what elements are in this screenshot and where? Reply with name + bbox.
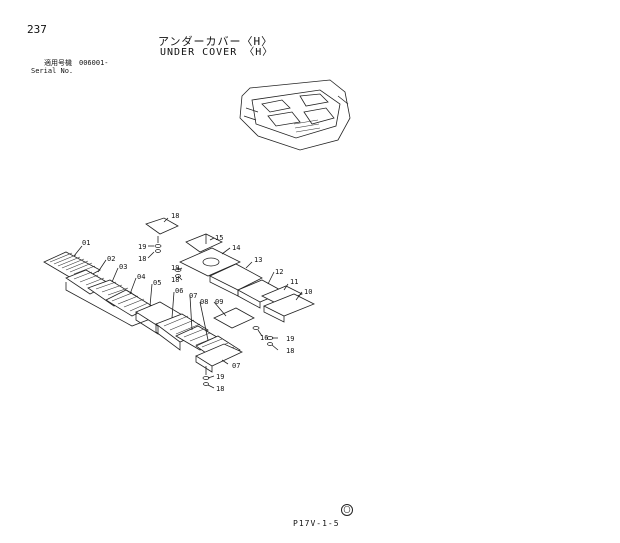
bolt-19-18-a — [154, 236, 162, 253]
callout-07: 07 — [189, 292, 197, 300]
part-plate-14 — [179, 247, 241, 277]
figure-code: P17V-1-5 — [293, 519, 340, 528]
callout-09: 09 — [215, 298, 223, 306]
callout-19-d: 19 — [216, 373, 224, 381]
callout-05: 05 — [153, 279, 161, 287]
part-cover-07-lower — [195, 343, 243, 373]
title-english: UNDER COVER 〈H〉 — [160, 47, 274, 58]
callout-19-b: 19 — [171, 264, 179, 272]
callout-18-a: 18 — [138, 255, 146, 263]
callout-11: 11 — [290, 278, 298, 286]
machine-overview-sketch — [239, 79, 351, 151]
callout-14: 14 — [232, 244, 240, 252]
callout-13: 13 — [254, 256, 262, 264]
bolt-16-19-18 — [252, 326, 274, 346]
callout-18-d: 18 — [216, 385, 224, 393]
bolt-19-18-c — [202, 366, 210, 386]
circle-mark-icon: 〇 — [341, 504, 353, 516]
part-plate-18 — [145, 217, 179, 235]
callout-18-top: 18 — [171, 212, 179, 220]
leader-lines — [73, 217, 303, 389]
callout-18-c: 18 — [286, 347, 294, 355]
callout-labels: 18 01 19 18 15 14 02 03 19 18 13 04 12 0… — [82, 212, 312, 393]
callout-19-c: 19 — [286, 335, 294, 343]
part-cover-10 — [263, 293, 315, 323]
callout-18-b: 18 — [171, 276, 179, 284]
callout-15: 15 — [215, 234, 223, 242]
callout-06: 06 — [175, 287, 183, 295]
callout-08: 08 — [200, 298, 208, 306]
callout-01: 01 — [82, 239, 90, 247]
callout-03: 03 — [119, 263, 127, 271]
title-japanese: アンダーカバー〈H〉 — [158, 35, 274, 48]
part-plate-09 — [213, 307, 255, 329]
callout-07-lower: 07 — [232, 362, 240, 370]
callout-19-a: 19 — [138, 243, 146, 251]
serial-label-japanese: 適用号機 006001- — [44, 59, 109, 67]
callout-02: 02 — [107, 255, 115, 263]
page-number: 237 — [27, 23, 47, 36]
callout-04: 04 — [137, 273, 145, 281]
callout-16: 16 — [260, 334, 268, 342]
serial-label-english: Serial No. — [31, 67, 74, 75]
callout-10: 10 — [304, 288, 312, 296]
callout-12: 12 — [275, 268, 283, 276]
part-cover-11 — [261, 285, 303, 305]
